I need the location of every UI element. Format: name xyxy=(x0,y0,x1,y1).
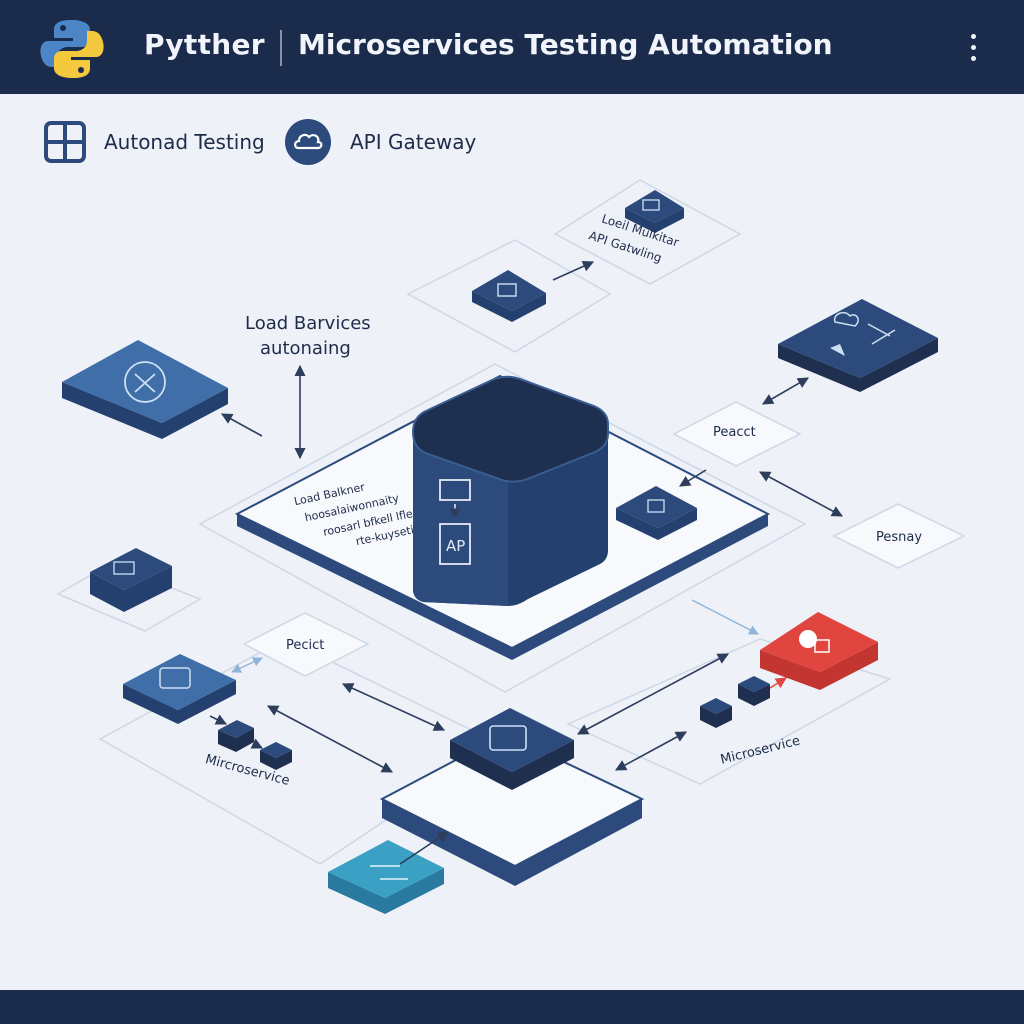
chip-autonad-testing[interactable]: Autonad Testing xyxy=(44,120,265,164)
architecture-diagram: Load Balkner hoosalaiwonnaity roosarl bf… xyxy=(56,179,966,914)
chip-label: API Gateway xyxy=(350,130,477,154)
title-separator xyxy=(280,30,282,66)
connector-arrows xyxy=(209,261,843,865)
page-title: Microservices Testing Automation xyxy=(298,28,833,61)
service-small-tile[interactable] xyxy=(616,486,697,540)
link-icon xyxy=(159,667,191,689)
more-options-icon[interactable] xyxy=(960,30,988,66)
python-logo-icon xyxy=(40,20,104,78)
connector-arrows-light xyxy=(231,599,759,673)
load-services-callout: Load Barvices autonaing xyxy=(245,313,371,359)
server-icon xyxy=(497,283,517,297)
callout-line: Load Barvices xyxy=(245,313,371,334)
alert-icon xyxy=(799,630,817,648)
test-runner-tile[interactable] xyxy=(123,654,236,724)
data-tile[interactable] xyxy=(328,840,444,914)
cloud-icon xyxy=(833,311,859,327)
api-icon xyxy=(489,725,527,751)
box-icon xyxy=(642,199,660,211)
top-bar: Pytther Microservices Testing Automation xyxy=(0,0,1024,94)
micro-block-b xyxy=(260,742,292,770)
bottom-bar xyxy=(0,990,1024,1024)
micro-block-a xyxy=(218,720,254,752)
alert-arrow xyxy=(769,677,787,689)
microservice-label: Microservice xyxy=(719,733,802,767)
node-label: Pecict xyxy=(286,638,324,653)
micro-block-c xyxy=(700,698,732,728)
transfer-icon xyxy=(370,865,408,880)
callout-line: autonaing xyxy=(260,338,351,359)
alert-tile[interactable] xyxy=(760,612,878,690)
grid-icon xyxy=(44,121,86,163)
node-label: Pesnay xyxy=(876,530,922,545)
services-tile[interactable] xyxy=(778,299,938,392)
micro-block-d xyxy=(738,676,770,706)
hub-tile[interactable] xyxy=(450,708,574,790)
gear-icon xyxy=(124,361,166,403)
node-label: Peacct xyxy=(713,425,756,440)
chip-label: Autonad Testing xyxy=(104,130,265,154)
package-icon xyxy=(647,499,665,513)
drive-icon xyxy=(113,561,135,575)
chip-api-gateway[interactable]: API Gateway xyxy=(284,119,477,165)
automation-tile[interactable] xyxy=(62,340,228,439)
cloud-icon xyxy=(285,119,331,165)
core-service-cylinder: AP xyxy=(411,375,609,606)
node-pesnay[interactable]: Pesnay xyxy=(832,503,966,569)
load-balancer-tile[interactable] xyxy=(625,190,684,233)
core-label: AP xyxy=(446,537,465,555)
node-pecict[interactable]: Pecict xyxy=(242,612,370,677)
device-tile[interactable] xyxy=(90,548,172,612)
node-peacct[interactable]: Peacct xyxy=(672,401,802,467)
gateway-small-tile[interactable] xyxy=(472,270,546,322)
app-name: Pytther xyxy=(144,28,265,61)
